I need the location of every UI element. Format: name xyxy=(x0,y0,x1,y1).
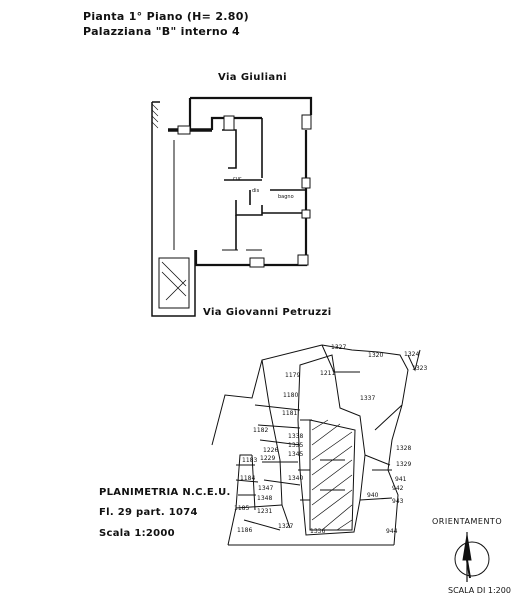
parcel-label: 1327 xyxy=(278,523,293,530)
parcel-label: 943 xyxy=(392,498,404,505)
parcel-label: 940 xyxy=(367,492,379,499)
street-north-label: Via Giuliani xyxy=(218,72,287,83)
parcel-label: 1348 xyxy=(257,495,272,502)
parcel-label: 1181 xyxy=(282,410,297,417)
parcel-label: 1231 xyxy=(257,508,272,515)
cadastral-map xyxy=(211,344,421,546)
parcel-label: 1183 xyxy=(242,457,257,464)
parcel-label: 1328 xyxy=(396,445,411,452)
cadastral-title: PLANIMETRIA N.C.E.U. xyxy=(99,487,231,498)
room-label-kitchen: cuc xyxy=(233,176,242,182)
parcel-label: 1229 xyxy=(260,455,275,462)
cadastral-scale: Scala 1:2000 xyxy=(99,528,175,539)
window-marks xyxy=(177,114,312,268)
cadastral-hatch xyxy=(311,419,353,531)
parcel-label: 941 xyxy=(395,476,407,483)
cadastral-sheet: Fl. 29 part. 1074 xyxy=(99,507,198,518)
parcel-label: 1329 xyxy=(396,461,411,468)
parcel-label: 1340 xyxy=(288,475,303,482)
street-south-label: Via Giovanni Petruzzi xyxy=(203,307,332,318)
room-label-hall: dis xyxy=(252,188,260,194)
parcel-label: 1347 xyxy=(258,485,273,492)
stair-hatch xyxy=(151,103,159,129)
parcel-label: 1211 xyxy=(320,370,335,377)
north-arrow-icon xyxy=(454,532,490,582)
parcel-label: 1345 xyxy=(288,451,303,458)
parcel-label: 1337 xyxy=(360,395,375,402)
parcel-label: 1185 xyxy=(234,505,249,512)
parcel-label: 1186 xyxy=(237,527,252,534)
parcel-label: 1323 xyxy=(412,365,427,372)
parcel-label: 1338 xyxy=(288,433,303,440)
parcel-label: 1182 xyxy=(253,427,268,434)
plan-subtitle: Palazziana "B" interno 4 xyxy=(83,25,240,38)
scale-footer-label: SCALA DI 1:200 xyxy=(448,586,511,595)
parcel-label: 944 xyxy=(386,528,398,535)
parcel-label: 1335 xyxy=(288,442,303,449)
stair-frame xyxy=(151,101,196,317)
plan-title: Pianta 1° Piano (H= 2.80) xyxy=(83,10,250,23)
interior-walls xyxy=(222,118,306,251)
parcel-label: 1336 xyxy=(310,528,325,535)
orientation-label: ORIENTAMENTO xyxy=(432,517,503,526)
parcel-label: 1327 xyxy=(331,344,346,351)
parcel-label: 1324 xyxy=(404,351,419,358)
parcel-label: 1184 xyxy=(240,475,255,482)
room-label-bath: bagno xyxy=(278,194,294,200)
parcel-label: 942 xyxy=(392,485,404,492)
parcel-label: 1179 xyxy=(285,372,300,379)
parcel-label: 1320 xyxy=(368,352,383,359)
parcel-label: 1180 xyxy=(283,392,298,399)
parcel-label: 1226 xyxy=(263,447,278,454)
